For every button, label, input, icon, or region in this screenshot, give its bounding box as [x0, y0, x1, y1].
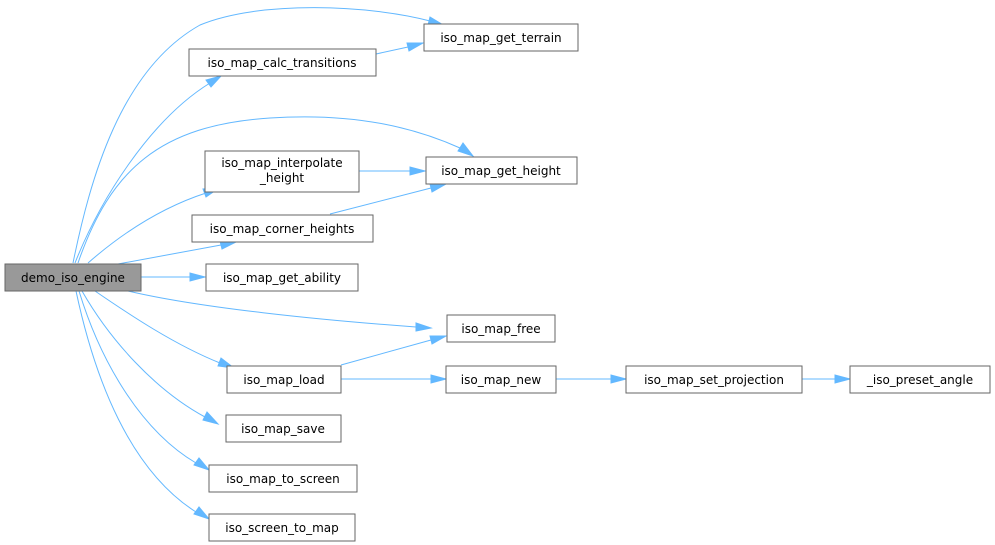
node-iso_map_new[interactable]: iso_map_new: [445, 365, 557, 394]
edge-demo_iso_engine-to-iso_map_load: [94, 290, 236, 369]
node-iso_map_to_screen[interactable]: iso_map_to_screen: [208, 464, 358, 493]
node-iso_map_interpolate_height[interactable]: iso_map_interpolate _height: [204, 150, 360, 193]
node-label: iso_map_get_ability: [223, 271, 341, 285]
edge-demo_iso_engine-to-iso_map_to_screen: [78, 290, 211, 472]
node-label: demo_iso_engine: [21, 271, 125, 285]
edge-demo_iso_engine-to-iso_map_free: [127, 290, 433, 332]
node-label: iso_map_save: [241, 422, 325, 436]
node-label: iso_screen_to_map: [225, 521, 339, 535]
node-iso_map_get_height[interactable]: iso_map_get_height: [425, 156, 578, 185]
node-iso_map_set_projection[interactable]: iso_map_set_projection: [625, 365, 803, 394]
edge-iso_map_load-to-iso_map_free: [340, 335, 448, 366]
call-graph-edges: [72, 7, 852, 521]
edge-iso_map_set_projection-to-_iso_preset_angle: [802, 374, 852, 384]
node-iso_map_free[interactable]: iso_map_free: [446, 314, 556, 343]
node-iso_map_get_ability[interactable]: iso_map_get_ability: [205, 263, 359, 292]
node-label: iso_map_corner_heights: [210, 222, 355, 236]
node-iso_map_load[interactable]: iso_map_load: [226, 365, 342, 394]
edge-demo_iso_engine-to-iso_map_save: [81, 290, 220, 425]
node-label: iso_map_get_terrain: [440, 31, 561, 45]
node-label: iso_map_set_projection: [644, 373, 784, 387]
node-label-line-2: _height: [259, 171, 305, 185]
edge-iso_map_interpolate_height-to-iso_map_get_height: [359, 166, 427, 176]
node-demo_iso_engine[interactable]: demo_iso_engine: [4, 263, 142, 292]
node-label: _iso_preset_angle: [866, 373, 973, 387]
edge-iso_map_new-to-iso_map_set_projection: [556, 374, 628, 384]
edge-demo_iso_engine-to-iso_map_calc_transitions: [74, 75, 223, 264]
edge-iso_map_load-to-iso_map_new: [341, 374, 448, 384]
node-label: iso_map_load: [243, 373, 324, 387]
node-iso_map_get_terrain[interactable]: iso_map_get_terrain: [423, 23, 579, 52]
node-iso_map_calc_transitions[interactable]: iso_map_calc_transitions: [188, 48, 377, 77]
node-label: iso_map_free: [461, 322, 540, 336]
edge-demo_iso_engine-to-iso_map_get_ability: [141, 272, 207, 282]
edge-demo_iso_engine-to-iso_map_corner_heights: [117, 240, 238, 265]
node-label: iso_map_new: [461, 373, 542, 387]
call-graph-nodes: demo_iso_engine iso_map_get_terrain iso_…: [4, 23, 991, 542]
edge-demo_iso_engine-to-iso_screen_to_map: [75, 290, 211, 521]
node-iso_map_save[interactable]: iso_map_save: [225, 414, 342, 443]
node-label: iso_map_get_height: [441, 164, 561, 178]
node-iso_screen_to_map[interactable]: iso_screen_to_map: [208, 513, 356, 542]
node-_iso_preset_angle[interactable]: _iso_preset_angle: [849, 365, 991, 394]
edge-iso_map_calc_transitions-to-iso_map_get_terrain: [375, 42, 425, 55]
edge-demo_iso_engine-to-iso_map_get_height: [77, 116, 475, 264]
node-iso_map_corner_heights[interactable]: iso_map_corner_heights: [191, 214, 374, 243]
node-label: iso_map_to_screen: [226, 472, 340, 486]
node-label: iso_map_calc_transitions: [208, 56, 357, 70]
node-label-line-1: iso_map_interpolate: [221, 156, 342, 170]
